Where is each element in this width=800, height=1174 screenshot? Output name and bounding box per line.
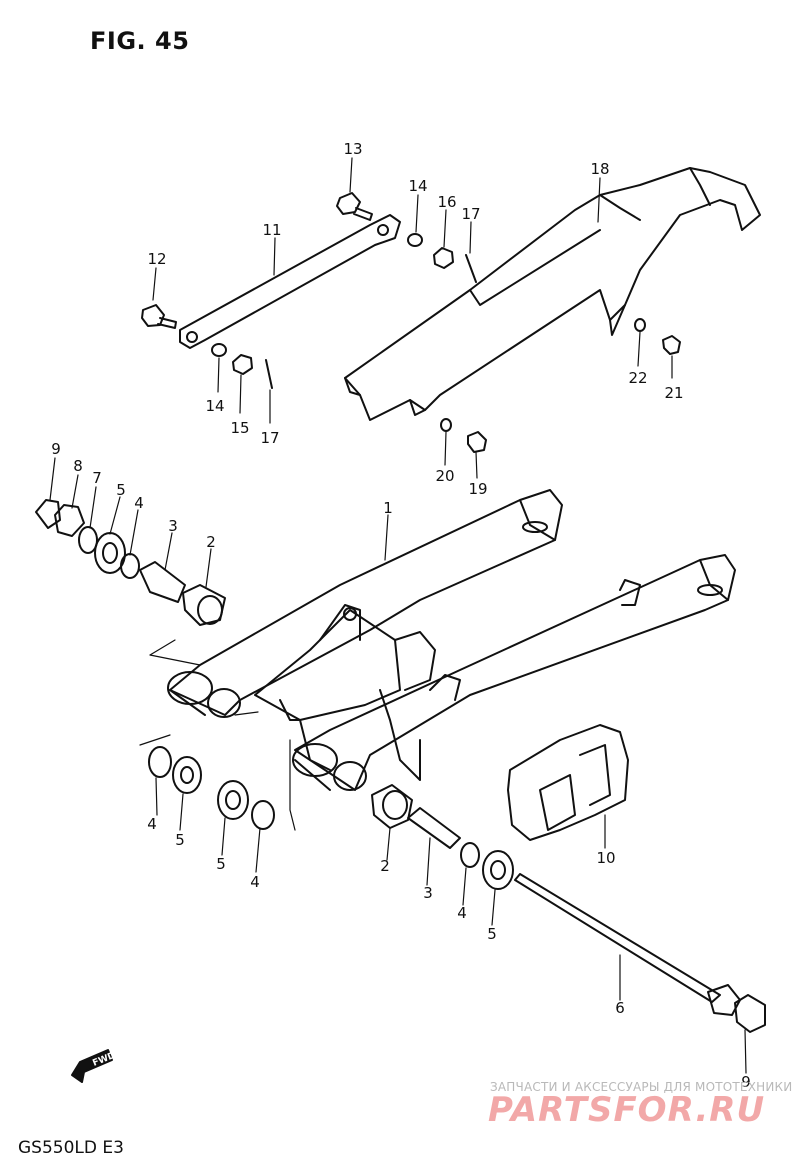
pivot-stack-lower-right	[371, 784, 766, 1033]
forward-arrow-icon	[71, 1049, 113, 1083]
model-code: GS550LD E3	[18, 1138, 124, 1158]
nut-16	[433, 247, 454, 269]
callout-17-upper: 17	[461, 205, 480, 223]
callout-13: 13	[343, 140, 362, 158]
nut-15	[232, 354, 253, 375]
bolt-19	[467, 431, 487, 453]
washer-14-lower	[211, 343, 227, 357]
callout-9-upper: 9	[51, 440, 61, 458]
bolt-13	[336, 192, 373, 221]
callout-12: 12	[147, 250, 166, 268]
callout-5-lower-left: 5	[175, 831, 185, 849]
callout-17-lower: 17	[260, 429, 279, 447]
cotter-pin-17-upper	[465, 254, 477, 283]
guide-lines	[139, 639, 296, 831]
forward-label: FWD	[91, 1051, 117, 1069]
callout-19: 19	[468, 480, 487, 498]
washer-22	[634, 318, 646, 332]
callout-18: 18	[590, 160, 609, 178]
callout-9-lower: 9	[741, 1073, 751, 1091]
torque-link	[179, 214, 401, 349]
callout-2-lower: 2	[380, 857, 390, 875]
callout-7: 7	[92, 469, 102, 487]
bolt-12	[141, 304, 177, 329]
bolt-21	[662, 335, 681, 355]
callout-5-lower-mid: 5	[216, 855, 226, 873]
pivot-stack-left	[35, 499, 226, 626]
callout-5-lower-right: 5	[487, 925, 497, 943]
callout-2-upper: 2	[206, 533, 216, 551]
callout-1: 1	[383, 499, 393, 517]
pivot-stack-lower-left	[148, 746, 275, 830]
callout-10: 10	[596, 849, 615, 867]
callout-8: 8	[73, 457, 83, 475]
callout-22: 22	[628, 369, 647, 387]
callout-4-lower-right: 4	[457, 904, 467, 922]
washer-20	[440, 418, 452, 432]
callout-4-lower-left: 4	[147, 815, 157, 833]
callout-14-upper: 14	[408, 177, 427, 195]
chain-case	[344, 167, 761, 421]
watermark-tagline: ЗАПЧАСТИ И АКСЕССУАРЫ ДЛЯ МОТОТЕХНИКИ	[490, 1080, 793, 1094]
callout-3-upper: 3	[168, 517, 178, 535]
callout-11: 11	[262, 221, 281, 239]
figure-title: FIG. 45	[90, 27, 190, 55]
callout-20: 20	[435, 467, 454, 485]
swing-arm	[167, 489, 736, 791]
callout-16: 16	[437, 193, 456, 211]
callout-15: 15	[230, 419, 249, 437]
callout-4-upper: 4	[134, 494, 144, 512]
callout-3-lower: 3	[423, 884, 433, 902]
cotter-pin-17-lower	[265, 359, 273, 389]
callout-21: 21	[664, 384, 683, 402]
callout-6: 6	[615, 999, 625, 1017]
callout-4-lower-mid: 4	[250, 873, 260, 891]
washer-14-upper	[407, 233, 423, 247]
chain-adjuster-block	[507, 724, 629, 841]
watermark-logo: PARTSFOR.RU	[488, 1090, 766, 1130]
callout-5-upper: 5	[116, 481, 126, 499]
callout-14-lower: 14	[205, 397, 224, 415]
